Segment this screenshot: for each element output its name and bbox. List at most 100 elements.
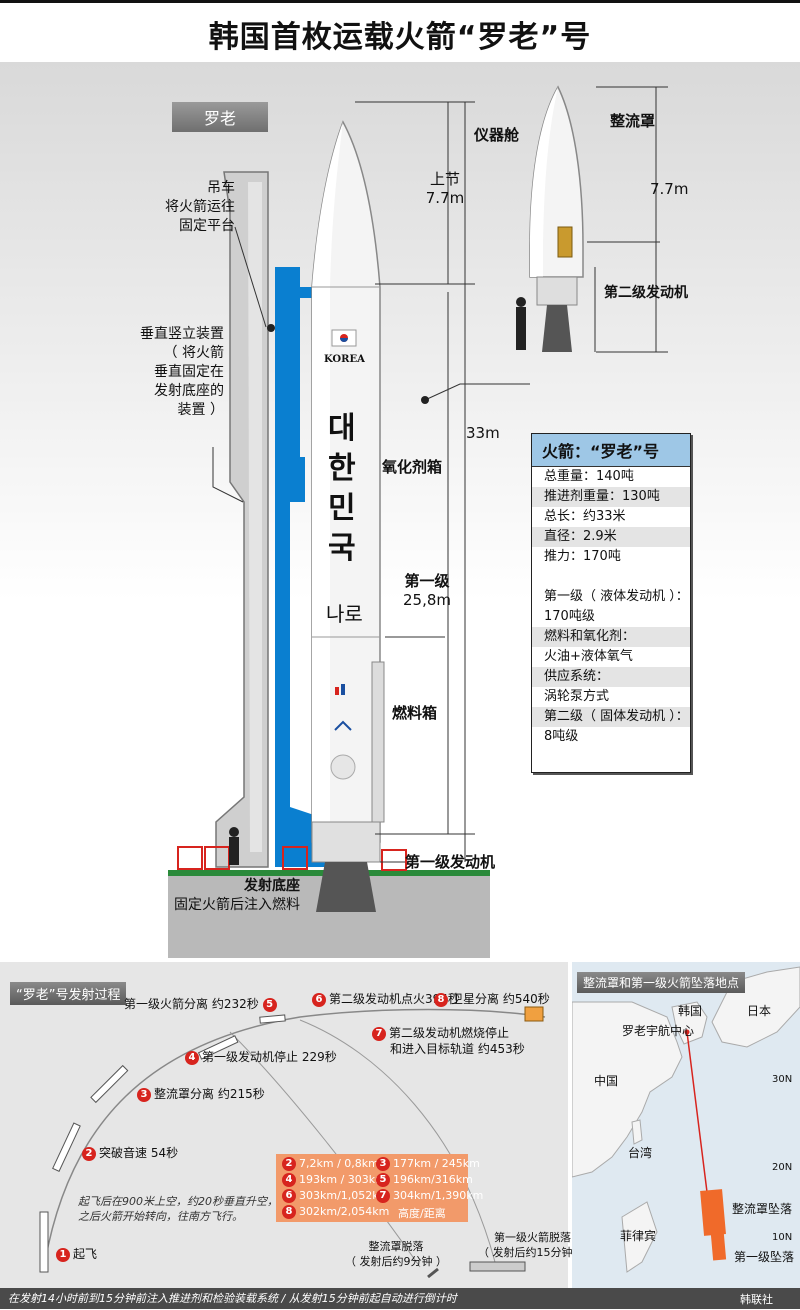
yonhap-logo: 韩联社 xyxy=(740,1293,773,1306)
spec-row: 直径：2.9米 xyxy=(532,527,690,547)
liftoff-note: 起飞后在900米上空，约20秒垂直升空， 之后火箭开始转向，往南方飞行。 xyxy=(78,1194,278,1224)
step-number: 7 xyxy=(372,1026,386,1041)
map-japan: 日本 xyxy=(747,1004,772,1018)
stage-fall-zone xyxy=(710,1233,727,1261)
page-title: 韩国首枚运载火箭“罗老”号 xyxy=(208,20,592,55)
korea-peninsula xyxy=(671,1001,708,1045)
step-number: 8 xyxy=(434,992,448,1007)
first-stage-nozzle xyxy=(316,862,376,912)
map-launch-center: 罗老宇航中心 xyxy=(622,1024,695,1038)
step-text: 第一级火箭分离 约232秒 xyxy=(124,997,259,1011)
rocket-korea-text: KOREA xyxy=(324,354,365,365)
note-line-1: 起飞后在900米上空，约20秒垂直升空， xyxy=(78,1195,278,1208)
leader-crane xyxy=(234,226,267,328)
map-lat20: 20N xyxy=(772,1162,793,1173)
fairing-fall-icon xyxy=(427,1267,439,1279)
fairing-fall-path xyxy=(229,1031,421,1268)
instrument-label: 仪器舱 xyxy=(474,126,520,144)
stage-drop-label: 第一级火箭脱落 （ 发射后约15分钟 ） xyxy=(478,1230,587,1260)
pad-label: 发射底座 固定火箭后注入燃料 xyxy=(150,877,300,915)
dist-num: 3 xyxy=(376,1157,390,1171)
step-text: 起飞 xyxy=(73,1247,98,1261)
footer-note: 在发射14小时前到15分钟前注入推进剂和检验装载系统 / 从发射15分钟前起自动… xyxy=(0,1288,800,1309)
map-taiwan: 台湾 xyxy=(628,1146,653,1160)
process-tag: “罗老”号发射过程 xyxy=(10,982,127,1005)
spec-row: 8吨级 xyxy=(544,729,579,744)
upper-stage-label: 上节 7.7m xyxy=(415,170,475,208)
erector-title: 垂直竖立装置 xyxy=(140,326,224,342)
rocket-name-ko-4: 국 xyxy=(328,531,356,566)
pad-desc: 固定火箭后注入燃料 xyxy=(174,897,300,913)
spec-row: 火油+液体氧气 xyxy=(544,649,633,664)
fairing-length: 7.7m xyxy=(650,180,689,198)
crane-line-1: 将火箭运往 xyxy=(165,199,235,215)
step-text: 卫星分离 约540秒 xyxy=(451,992,550,1006)
upper-stage-title: 上节 xyxy=(429,170,460,188)
title-bar: 韩国首枚运载火箭“罗老”号 xyxy=(0,0,800,62)
dist-value: 196km/316km xyxy=(393,1173,473,1186)
note-line-2: 之后火箭开始转向，往南方飞行。 xyxy=(78,1210,243,1223)
fairing-label: 整流罩 xyxy=(610,112,656,130)
rocket-illustration xyxy=(168,85,668,958)
dist-num: 7 xyxy=(376,1189,390,1203)
spec-row-spacer xyxy=(532,567,690,587)
first-stage-title: 第一级 xyxy=(404,572,450,590)
first-stage-fall-icon xyxy=(469,1261,526,1272)
map-lat10: 10N xyxy=(772,1232,793,1243)
spec-row: 总长：约33米 xyxy=(544,509,626,524)
leader-erector xyxy=(212,447,244,503)
step-text: 第二级发动机燃烧停止 xyxy=(389,1026,510,1040)
upper-stage-length: 7.7m xyxy=(425,189,465,207)
step-text: 第一级发动机停止 229秒 xyxy=(202,1050,337,1064)
step-text: 第二级发动机点火395秒 xyxy=(329,992,460,1006)
dist-value: 7,2km / 0,8km xyxy=(299,1157,379,1170)
crash-site-map: 整流罩和第一级火箭坠落地点 韩国 日本 罗老宇航中心 中国 台湾 菲律宾 30N… xyxy=(572,962,800,1309)
step-text: 整流罩分离 约215秒 xyxy=(154,1087,265,1101)
step-number: 4 xyxy=(185,1050,199,1065)
rocket-liftoff-icon xyxy=(39,1211,49,1273)
person-icon xyxy=(229,827,239,837)
first-engine-label: 第一级发动机 xyxy=(405,853,496,871)
step-number: 6 xyxy=(312,992,326,1007)
spec-title: 火箭：“罗老”号 xyxy=(532,434,690,467)
rocket-supersonic-icon xyxy=(52,1122,81,1173)
first-stage-length: 25,8m xyxy=(402,591,451,609)
rocket-stage-sep-icon xyxy=(197,1035,239,1060)
step-7-cont: 和进入目标轨道 约453秒 xyxy=(390,1042,525,1056)
dist-value: 303km/1,052km xyxy=(299,1189,390,1202)
crane-line-2: 固定平台 xyxy=(179,218,235,234)
erector-line-3: 发射底座的 xyxy=(154,383,224,399)
philippines-islands xyxy=(621,1201,658,1273)
dist-num: 8 xyxy=(282,1205,296,1219)
map-korea: 韩国 xyxy=(678,1004,703,1018)
rocket-name-ko-3: 민 xyxy=(328,491,356,526)
erector-line-4: 装置 ） xyxy=(177,402,224,418)
fairing-fall-zone xyxy=(700,1189,726,1236)
second-engine-label: 第二级发动机 xyxy=(604,285,688,301)
top-rule xyxy=(0,0,800,3)
spec-row: 推进剂重量：130吨 xyxy=(532,487,690,507)
oxidizer-label: 氧化剂箱 xyxy=(382,458,443,476)
fuel-tank-label: 燃料箱 xyxy=(392,704,438,722)
map-philippines: 菲律宾 xyxy=(620,1229,657,1243)
kari-mark-icon xyxy=(334,720,352,731)
rocket-section: 罗老 吊车 将火箭运往 固定平台 垂直竖立装置 （ 将火箭 垂直固定在 发射底座… xyxy=(0,62,800,960)
spec-row: 第一级（ 液体发动机 ）： xyxy=(544,589,689,604)
dist-num: 2 xyxy=(282,1157,296,1171)
kari-logo-icon xyxy=(335,687,339,695)
blue-strongback xyxy=(275,267,365,867)
flight-path xyxy=(44,1008,546,1263)
spec-row: 总重量：140吨 xyxy=(544,469,634,484)
erector-line-2: 垂直固定在 xyxy=(154,364,224,380)
dist-num: 4 xyxy=(282,1173,296,1187)
